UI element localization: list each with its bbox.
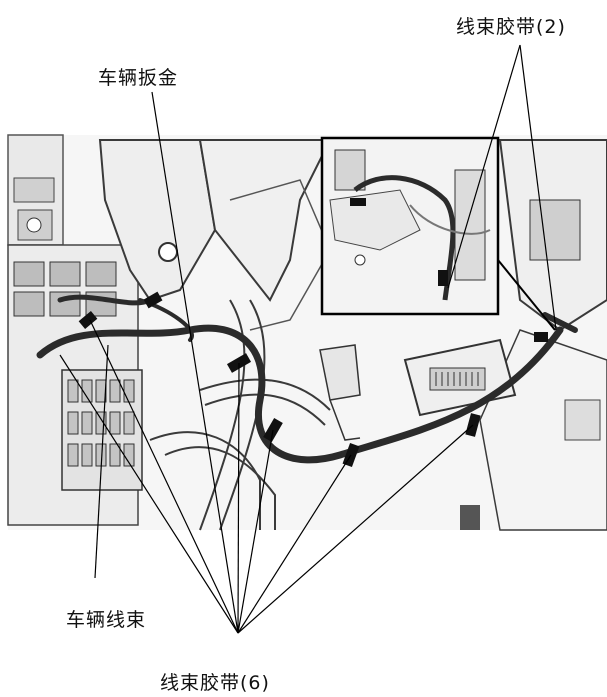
label-harness-clip-bottom: 线束胶带(6): [160, 672, 270, 694]
leader-lines-top: [447, 44, 557, 331]
relay-block: [7, 134, 143, 526]
label-body-sheet-metal: 车辆扳金: [98, 67, 179, 89]
leader-line-harness: [94, 344, 109, 579]
inset-pointer-line: [497, 259, 556, 331]
detail-inset: [320, 136, 500, 316]
leader-lines-bottom: [59, 319, 474, 634]
leader-lines-metal: [151, 91, 239, 634]
label-harness-clip-top: 线束胶带(2): [456, 16, 566, 38]
component-illustration: [7, 134, 607, 531]
label-vehicle-harness: 车辆线束: [66, 609, 147, 631]
